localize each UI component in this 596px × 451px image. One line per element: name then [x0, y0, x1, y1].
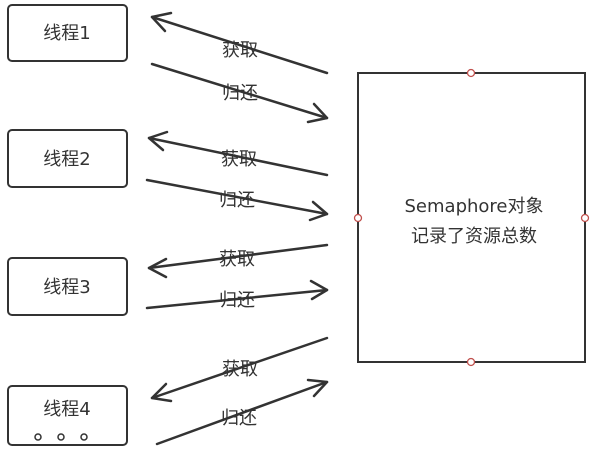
release-label-3: 归还 — [219, 290, 255, 311]
thread-1: 线程1 — [7, 4, 128, 62]
acquire-arrow-1: 获取 — [150, 11, 329, 75]
more-threads-ellipsis — [34, 433, 88, 441]
thread-2-box — [7, 129, 128, 188]
semaphore-title: Semaphore对象 — [405, 196, 544, 217]
thread-3-label: 线程3 — [43, 277, 90, 298]
thread-3-box — [7, 257, 128, 316]
semaphore-box — [357, 72, 586, 363]
acquire-arrow-3: 获取 — [147, 243, 329, 279]
right-handle — [580, 213, 590, 223]
acquire-arrow-2: 获取 — [147, 130, 329, 177]
top-handle — [466, 68, 476, 78]
release-arrow-1: 归还 — [150, 62, 329, 124]
acquire-label-1: 获取 — [222, 40, 258, 61]
release-arrow-4: 归还 — [155, 378, 329, 446]
release-label-1: 归还 — [222, 83, 258, 104]
left-handle — [353, 213, 363, 223]
bottom-handle — [466, 357, 476, 367]
release-arrow-3: 归还 — [145, 279, 329, 311]
acquire-arrow-4: 获取 — [150, 336, 329, 403]
thread-4-box — [7, 385, 128, 446]
semaphore-subtitle: 记录了资源总数 — [411, 226, 537, 247]
semaphore-object: Semaphore对象 记录了资源总数 — [353, 68, 590, 367]
acquire-label-3: 获取 — [219, 249, 255, 270]
thread-3: 线程3 — [7, 257, 128, 316]
release-arrow-2: 归还 — [145, 178, 329, 222]
thread-4-label: 线程4 — [43, 399, 90, 420]
release-label-2: 归还 — [219, 190, 255, 211]
release-label-4: 归还 — [221, 408, 257, 429]
thread-1-box — [7, 4, 128, 62]
thread-2-label: 线程2 — [43, 149, 90, 170]
thread-4: 线程4 — [7, 385, 128, 446]
thread-2: 线程2 — [7, 129, 128, 188]
thread-1-label: 线程1 — [43, 23, 90, 44]
acquire-label-2: 获取 — [221, 149, 257, 170]
acquire-label-4: 获取 — [222, 359, 258, 380]
